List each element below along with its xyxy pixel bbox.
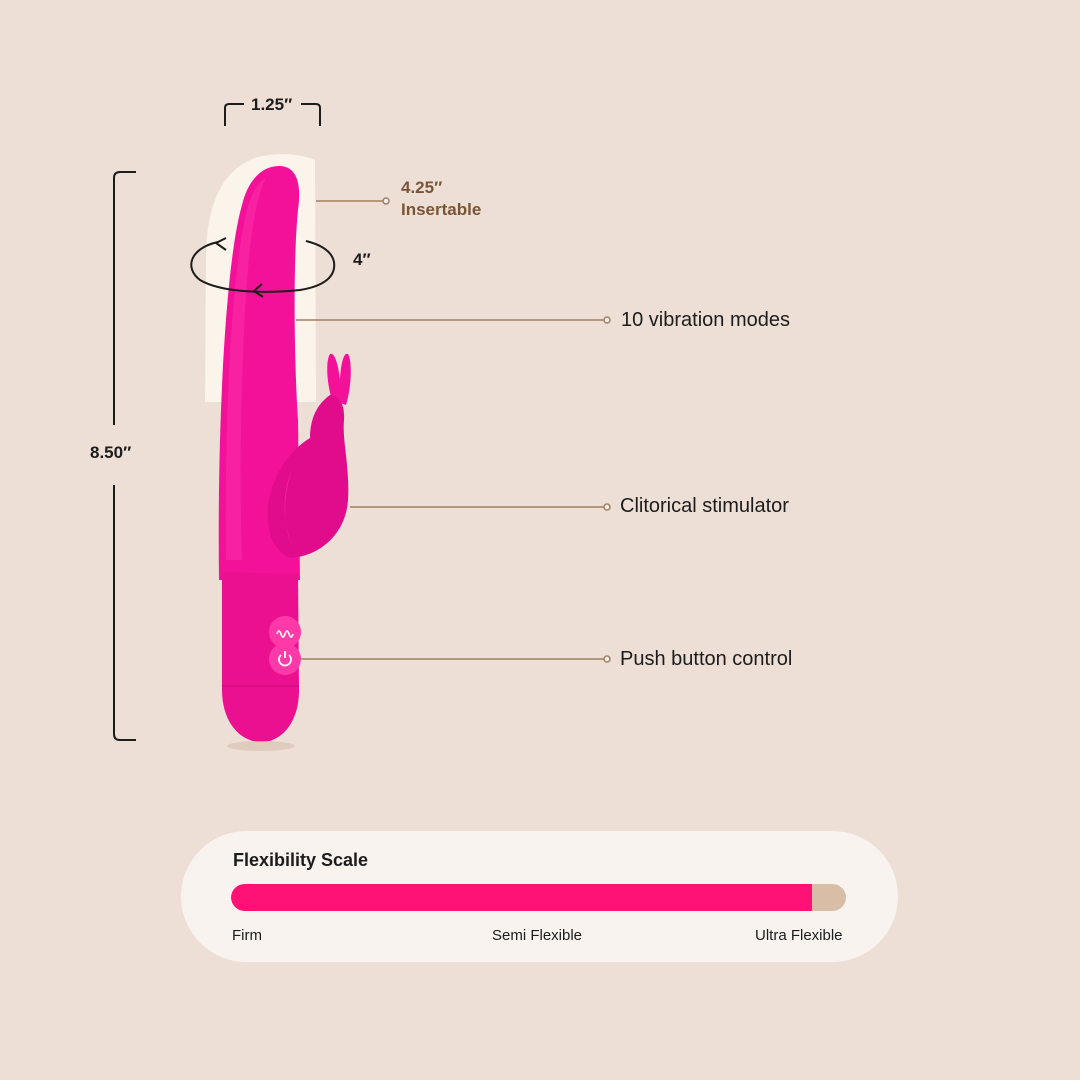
circumference-label: 4″	[353, 250, 371, 269]
product-diagram	[113, 103, 611, 751]
width-label: 1.25″	[251, 95, 293, 114]
insertable-label: Insertable	[401, 200, 482, 219]
feature-push-button: Push button control	[620, 648, 793, 670]
length-bracket	[113, 171, 136, 741]
rotation-arrow-icon	[190, 237, 336, 298]
scale-label-ultra: Ultra Flexible	[755, 927, 843, 944]
rabbit-ears	[327, 353, 351, 405]
feature-clitoral-stimulator: Clitorical stimulator	[620, 495, 789, 517]
handle	[222, 572, 299, 742]
scale-label-firm: Firm	[232, 927, 262, 944]
flexibility-title: Flexibility Scale	[233, 850, 369, 870]
power-icon	[269, 643, 301, 675]
flexibility-track	[231, 884, 846, 911]
insertable-length: 4.25″	[401, 178, 443, 197]
callout-lines	[296, 197, 611, 663]
width-bracket	[224, 103, 321, 126]
feature-vibration-modes: 10 vibration modes	[621, 309, 790, 331]
scale-label-semi: Semi Flexible	[492, 927, 583, 944]
flexibility-fill	[231, 884, 813, 911]
vibration-wave-icon	[269, 616, 301, 648]
length-label: 8.50″	[90, 443, 132, 462]
clitoral-stimulator	[267, 395, 349, 558]
